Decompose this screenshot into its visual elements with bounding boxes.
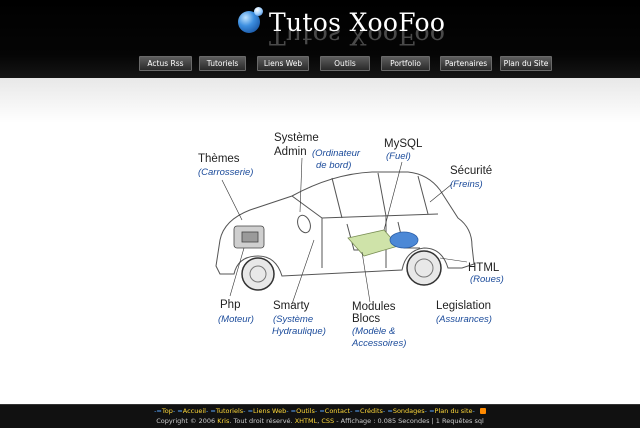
label-modules-sub-1: (Modèle & [352, 326, 396, 337]
globe-icon [238, 11, 260, 33]
main-nav: Actus Rss Tutoriels Liens Web Outils Por… [0, 56, 640, 72]
label-admin-1: Système [274, 132, 319, 144]
label-securite-sub: (Freins) [450, 179, 483, 190]
nav-partenaires[interactable]: Partenaires [440, 56, 492, 71]
xhtml-link[interactable]: XHTML [294, 417, 318, 425]
nav-tutoriels[interactable]: Tutoriels [199, 56, 246, 71]
footer-copyright: Copyright © 2006 Kris. Tout droit réserv… [0, 417, 640, 426]
nav-plan-du-site[interactable]: Plan du Site [500, 56, 552, 71]
footer-links: -=Top- =Accueil- =Tutoriels- =Liens Web-… [0, 407, 640, 416]
footer-link-credits[interactable]: Crédits [359, 407, 383, 415]
footer-link-top[interactable]: Top [161, 407, 173, 415]
footer-link-sondages[interactable]: Sondages [392, 407, 425, 415]
site-header: Tutos XooFoo Tutos XooFoo Actus Rss Tuto… [0, 0, 640, 78]
label-modules-2: Blocs [352, 313, 381, 325]
label-legislation: Legislation [436, 300, 491, 312]
footer-link-accueil[interactable]: Accueil [182, 407, 206, 415]
css-link[interactable]: CSS [321, 417, 335, 425]
site-title: Tutos XooFoo [269, 8, 446, 37]
footer-link-liens-web[interactable]: Liens Web [253, 407, 287, 415]
label-mysql-sub: (Fuel) [386, 151, 411, 162]
copyright-author-link[interactable]: Kris [217, 417, 230, 425]
nav-actus-rss[interactable]: Actus Rss [139, 56, 192, 71]
label-themes: Thèmes [198, 153, 240, 165]
footer-link-contact[interactable]: Contact [324, 407, 351, 415]
globe-small-icon [254, 7, 263, 16]
label-securite: Sécurité [450, 165, 493, 177]
label-admin-sub-1: (Ordinateur [312, 148, 361, 159]
label-modules-1: Modules [352, 301, 396, 313]
label-html: HTML [468, 262, 500, 274]
copyright-suffix: - Affichage : 0.085 Secondes | 1 Requête… [334, 417, 484, 425]
site-footer: -=Top- =Accueil- =Tutoriels- =Liens Web-… [0, 404, 640, 428]
label-mysql: MySQL [384, 138, 423, 150]
footer-link-tutoriels[interactable]: Tutoriels [215, 407, 244, 415]
car-diagram: Thèmes (Carrosserie) Système Admin (Ordi… [172, 128, 504, 352]
nav-portfolio[interactable]: Portfolio [381, 56, 430, 71]
header-gradient-band [0, 78, 640, 123]
label-admin-2: Admin [274, 146, 307, 158]
footer-link-plan-du-site[interactable]: Plan du site [434, 407, 473, 415]
label-php: Php [220, 299, 241, 311]
copyright-mid: . Tout droit réservé. [229, 417, 293, 425]
rss-icon[interactable] [479, 408, 486, 414]
label-smarty: Smarty [273, 300, 310, 312]
label-smarty-sub-2: Hydraulique) [272, 326, 326, 337]
label-legislation-sub: (Assurances) [436, 314, 492, 325]
label-themes-sub: (Carrosserie) [198, 167, 254, 178]
label-html-sub: (Roues) [470, 274, 504, 285]
label-php-sub: (Moteur) [218, 314, 254, 325]
label-modules-sub-2: Accessoires) [352, 338, 407, 349]
copyright-comma: , [317, 417, 322, 425]
nav-outils[interactable]: Outils [320, 56, 370, 71]
car-illustration [215, 157, 475, 305]
label-admin-sub-2: de bord) [316, 160, 352, 171]
label-smarty-sub-1: (Système [273, 314, 314, 325]
nav-liens-web[interactable]: Liens Web [257, 56, 309, 71]
footer-link-outils[interactable]: Outils [296, 407, 315, 415]
copyright-prefix: Copyright © 2006 [156, 417, 216, 425]
site-title-reflection: Tutos XooFoo [269, 30, 446, 50]
